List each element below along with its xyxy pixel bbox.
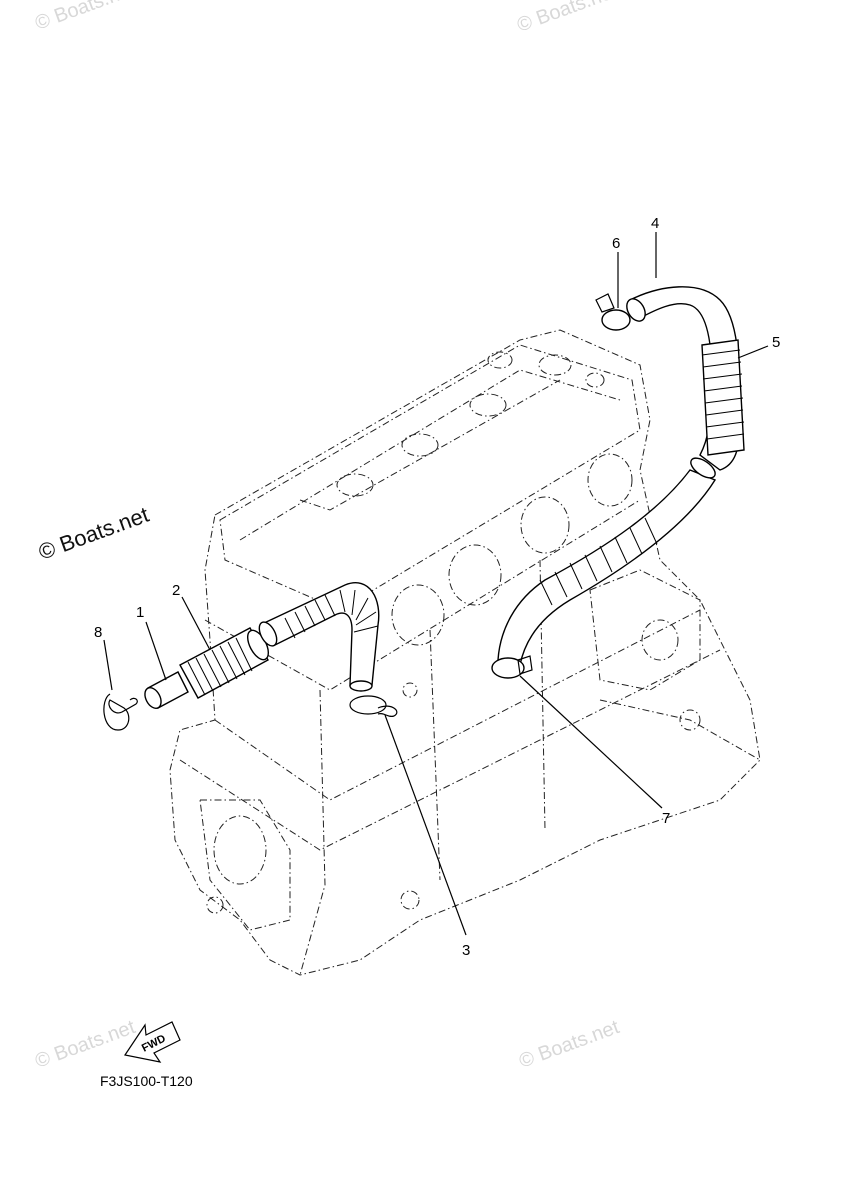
- callout-8: 8: [94, 624, 102, 641]
- leader-lines: [103, 232, 769, 936]
- elbow-hose-left: [258, 582, 380, 692]
- hose-lower-right: [497, 457, 717, 666]
- callout-5: 5: [772, 334, 780, 351]
- watermark-bottom-right: © Boats.net: [516, 1016, 622, 1073]
- watermark-top-right: © Boats.net: [514, 0, 620, 37]
- watermark-bottom-left: © Boats.net: [32, 1016, 138, 1073]
- diagram-code: F3JS100-T120: [100, 1073, 193, 1089]
- watermark-top-left: © Boats.net: [32, 0, 138, 35]
- callout-2: 2: [172, 582, 180, 599]
- fwd-label: FWD: [140, 1033, 168, 1055]
- bellows-part-5: [701, 339, 745, 456]
- callout-6: 6: [612, 235, 620, 252]
- clip-part-3: [349, 695, 398, 718]
- clamp-part-6: [595, 293, 631, 331]
- clip-part-8: [103, 693, 138, 731]
- hose-part-1: [144, 671, 189, 709]
- watermark-center: © Boats.net: [35, 502, 152, 565]
- bellows-part-2: [179, 627, 270, 699]
- callout-7: 7: [662, 810, 670, 827]
- callout-4: 4: [651, 215, 659, 232]
- clamp-part-7: [491, 655, 533, 679]
- callout-3: 3: [462, 942, 470, 959]
- callout-1: 1: [136, 604, 144, 621]
